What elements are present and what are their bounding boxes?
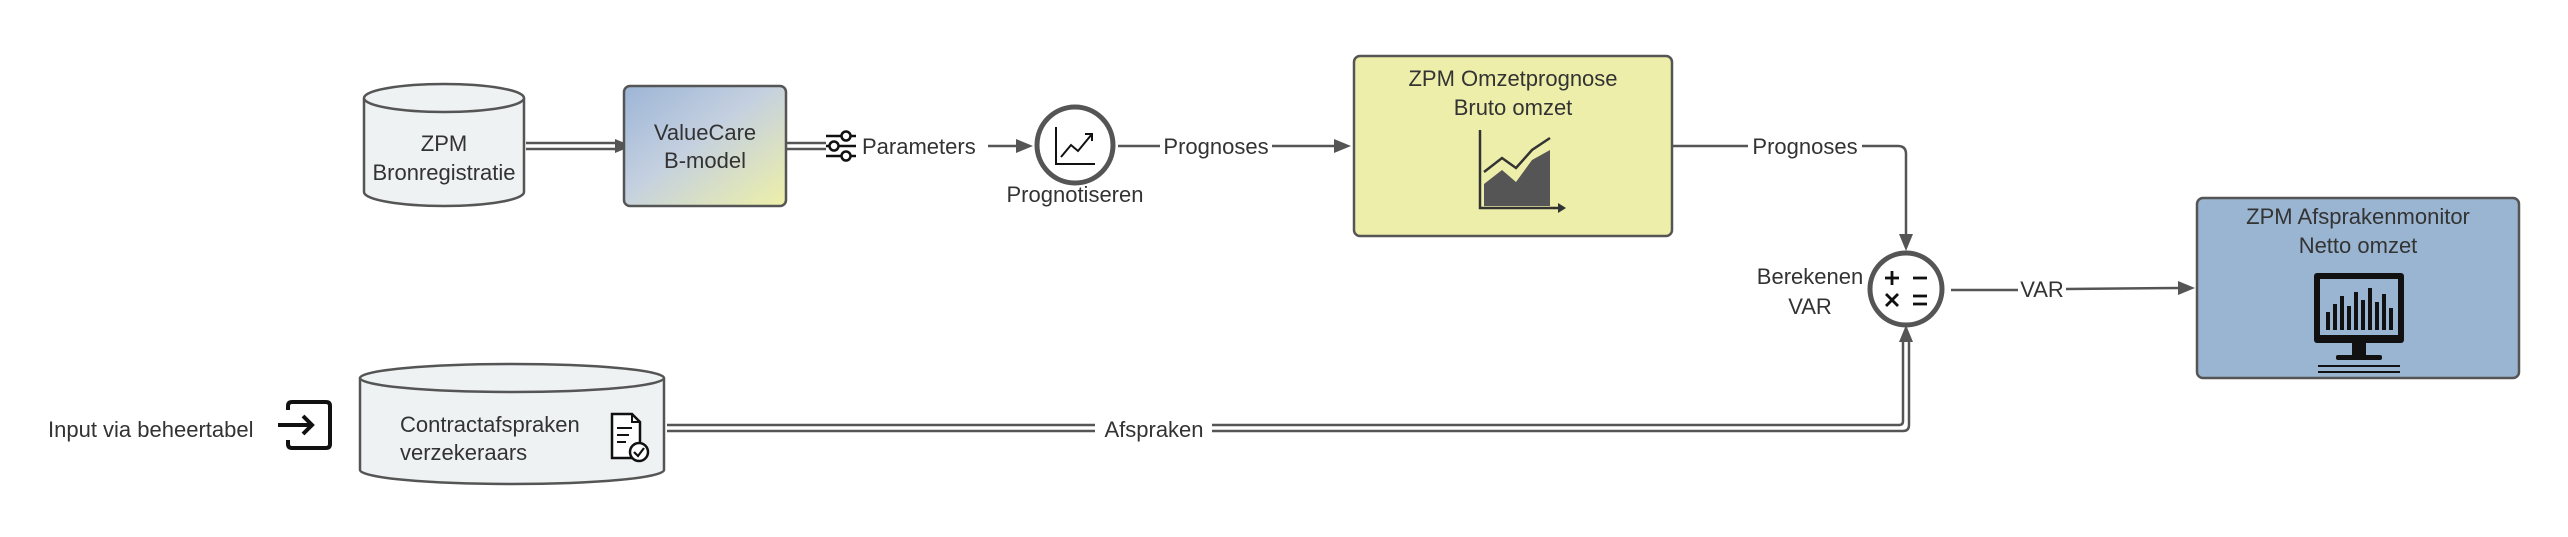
- node-prognotiseren-label: Prognotiseren: [1007, 182, 1144, 207]
- edge-label-prognoses-2: Prognoses: [1752, 134, 1857, 159]
- node-berekenen-line2: VAR: [1788, 294, 1832, 319]
- sliders-icon: [826, 130, 856, 162]
- node-valuecare[interactable]: ValueCare B-model: [622, 84, 788, 208]
- edge-bron-valuecare: [526, 139, 632, 153]
- node-bronregistratie-line1: ZPM: [421, 131, 467, 156]
- document-check-icon: [610, 412, 650, 463]
- node-omzetprognose[interactable]: ZPM Omzetprognose Bruto omzet: [1352, 54, 1674, 238]
- monitor-chart-icon: [2314, 273, 2404, 373]
- berekenen-circle: [1867, 250, 1945, 328]
- edge-var: [1951, 281, 2195, 295]
- edge-valuecare-params: [786, 141, 826, 151]
- edge-prognoses-2: [1672, 144, 1913, 251]
- node-contractafspraken-line1: Contractafspraken: [400, 412, 580, 437]
- node-omzetprognose-line2: Bruto omzet: [1454, 95, 1573, 120]
- node-afsprakenmonitor-line2: Netto omzet: [2299, 233, 2418, 258]
- edge-prognoses-1: [1118, 139, 1351, 153]
- edge-parameters: [988, 139, 1033, 153]
- node-valuecare-line2: B-model: [664, 148, 746, 173]
- node-bronregistratie-line2: Bronregistratie: [372, 160, 515, 185]
- calculator-icon: [1885, 271, 1927, 307]
- cylinder-top: [362, 82, 526, 114]
- edge-label-afspraken: Afspraken: [1104, 417, 1203, 442]
- area-chart-icon: [1478, 130, 1566, 213]
- edge-afspraken: [667, 325, 1913, 433]
- node-berekenen-line1: Berekenen: [1757, 264, 1863, 289]
- node-afsprakenmonitor[interactable]: ZPM Afsprakenmonitor Netto omzet: [2195, 196, 2521, 380]
- node-berekenen[interactable]: Berekenen VAR: [1757, 250, 1945, 328]
- edge-label-prognoses-1: Prognoses: [1163, 134, 1268, 159]
- node-bronregistratie[interactable]: ZPM Bronregistratie: [362, 82, 526, 208]
- node-omzetprognose-line1: ZPM Omzetprognose: [1408, 66, 1617, 91]
- valuecare-box: [622, 84, 788, 208]
- node-valuecare-line1: ValueCare: [654, 120, 756, 145]
- node-prognotiseren[interactable]: Prognotiseren: [1007, 104, 1144, 207]
- prognotiseren-circle: [1034, 104, 1116, 186]
- node-contractafspraken[interactable]: Contractafspraken verzekeraars: [358, 362, 666, 486]
- node-contractafspraken-line2: verzekeraars: [400, 440, 527, 465]
- connectors: [526, 139, 2195, 433]
- edge-label-parameters: Parameters: [862, 134, 976, 159]
- node-input-label: Input via beheertabel: [48, 417, 254, 442]
- sign-in-icon: [278, 400, 332, 450]
- trend-chart-icon: [1055, 127, 1095, 165]
- edge-label-var: VAR: [2020, 277, 2064, 302]
- node-input[interactable]: Input via beheertabel: [48, 400, 332, 450]
- cylinder-top: [358, 362, 666, 394]
- omzetprognose-box: [1352, 54, 1674, 238]
- node-afsprakenmonitor-line1: ZPM Afsprakenmonitor: [2246, 204, 2470, 229]
- cylinder-body: [362, 98, 526, 208]
- cylinder-body: [358, 378, 666, 486]
